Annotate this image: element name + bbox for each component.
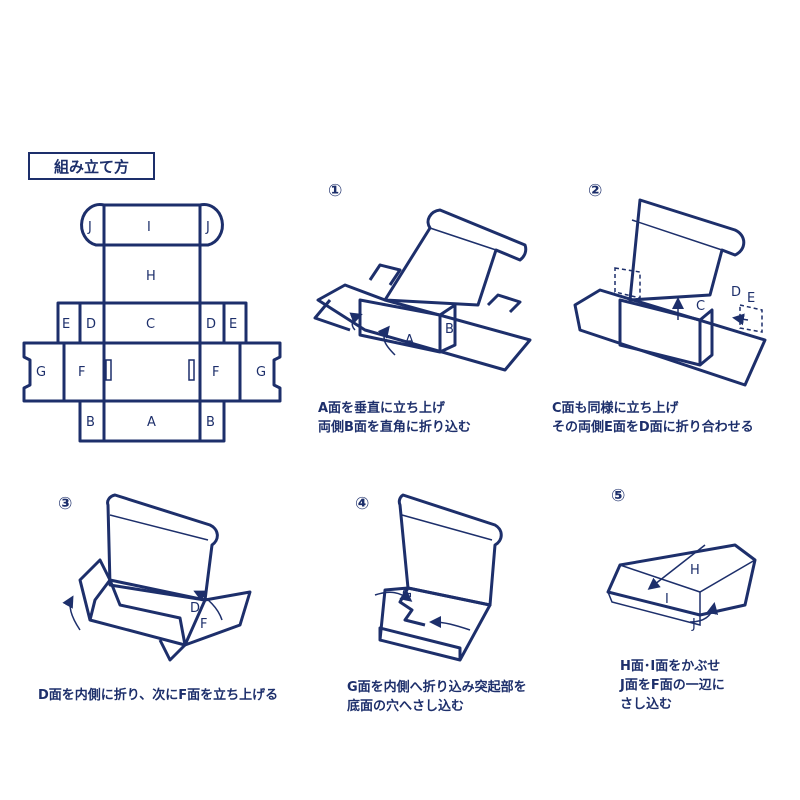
step-3-caption: D面を内側に折り、次にF面を立ち上げる [38, 686, 278, 705]
step-1-label-a: A [405, 333, 414, 348]
net-label-b-left: B [86, 415, 95, 430]
net-label-c: C [146, 317, 155, 332]
step-4-illustration: G [374, 493, 503, 662]
net-panel-f-right [198, 341, 242, 403]
step-2-caption-line-1: C面も同様に立ち上げ [552, 401, 679, 416]
net-panel-bottom [102, 341, 202, 403]
step-5-caption-line-2: J面をF面の一辺に [620, 678, 725, 693]
net-label-e-right: E [229, 317, 237, 332]
net-panel-b-left [78, 399, 106, 443]
step-3-illustration: D F [62, 493, 252, 662]
step-5-illustration: H I J [606, 543, 757, 632]
step-5-label-h: H [690, 563, 700, 578]
net-label-d-right: D [206, 317, 216, 332]
net-label-g-right: G [256, 365, 266, 380]
instructions-title: 組み立て方 [28, 152, 155, 180]
step-3-caption-line-1: D面を内側に折り、次にF面を立ち上げる [38, 688, 279, 703]
step-2-label-d: D [731, 285, 741, 300]
net-flap-j-left [80, 203, 106, 247]
step-5-caption: H面･I面をかぶせ J面をF面の一辺に さし込む [620, 657, 725, 714]
step-5-caption-line-3: さし込む [620, 697, 673, 712]
step-3-number: ③ [58, 494, 73, 514]
step-5-label-i: I [665, 592, 669, 607]
net-slot-right [188, 359, 195, 381]
step-5-number: ⑤ [611, 486, 626, 506]
net-label-f-left: F [78, 365, 85, 380]
net-label-i: I [147, 220, 151, 235]
net-slot-left [105, 359, 112, 381]
step-2-caption: C面も同様に立ち上げ その両側E面をD面に折り合わせる [552, 399, 754, 437]
step-1-label-b: B [445, 322, 454, 337]
net-panel-g-right [238, 341, 282, 403]
step-4-number: ④ [355, 494, 370, 514]
step-2-label-e: E [747, 291, 755, 306]
net-label-a: A [147, 415, 156, 430]
step-5-caption-line-1: H面･I面をかぶせ [620, 659, 721, 674]
net-label-d-left: D [86, 317, 96, 332]
step-1-caption-line-2: 両側B面を直角に折り込む [318, 420, 471, 435]
step-1-caption-line-1: A面を垂直に立ち上げ [318, 401, 446, 416]
step-3-label-d: D [190, 601, 200, 616]
net-panel-i [102, 203, 202, 247]
net-panel-g-left [22, 341, 66, 403]
step-4-caption-line-1: G面を内側へ折り込み突起部を [347, 680, 527, 695]
net-flap-j-right [198, 203, 224, 247]
box-net: J I J H E D C D E G F F G B A B [22, 203, 282, 443]
net-panel-b-right [198, 399, 226, 443]
net-label-e-left: E [62, 317, 70, 332]
net-label-h: H [146, 269, 156, 284]
step-4-caption-line-2: 底面の穴へさし込む [347, 699, 465, 714]
net-label-j-right: J [205, 220, 210, 235]
step-5-label-j: J [691, 617, 696, 632]
net-label-j-left: J [87, 220, 92, 235]
step-2-label-c: C [696, 299, 705, 314]
step-2-illustration: C D E [573, 198, 767, 387]
step-2-caption-line-2: その両側E面をD面に折り合わせる [552, 420, 754, 435]
step-1-caption: A面を垂直に立ち上げ 両側B面を直角に折り込む [318, 399, 471, 437]
step-3-label-f: F [200, 617, 207, 632]
step-4-caption: G面を内側へ折り込み突起部を 底面の穴へさし込む [347, 678, 527, 716]
step-1-number: ① [328, 181, 343, 201]
net-label-f-right: F [212, 365, 219, 380]
net-label-g-left: G [36, 365, 46, 380]
step-1-illustration: A B [313, 208, 532, 372]
net-label-b-right: B [206, 415, 215, 430]
step-4-label-g: G [402, 587, 412, 602]
step-2-number: ② [588, 181, 603, 201]
